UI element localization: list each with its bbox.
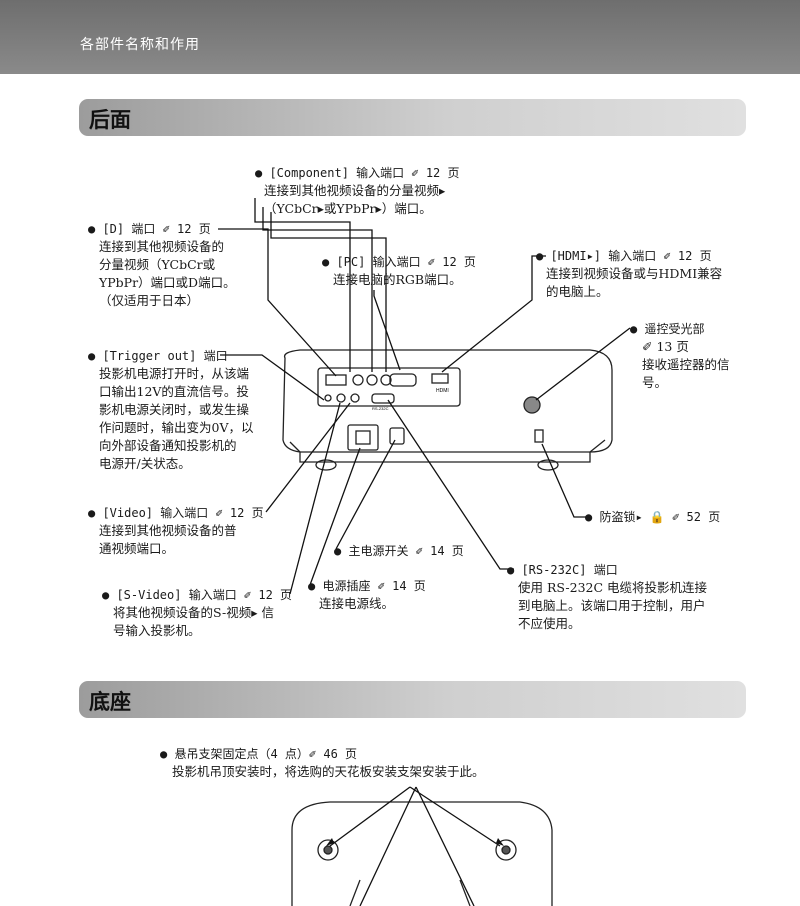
foot-right (537, 459, 559, 471)
leader-lines (218, 198, 631, 906)
foot-left (315, 459, 337, 471)
top-header-bar: 各部件名称和作用 (0, 0, 800, 74)
callout-d-port-title: ● [D] 端口 ✐ 12 页 (88, 222, 211, 236)
d-port (325, 374, 347, 386)
callout-trigger-out: ● [Trigger out] 端口 投影机电源打开时，从该端 口输出12V的直… (88, 349, 254, 471)
callout-hdmi: ● [HDMI▸] 输入端口 ✐ 12 页 连接到视频设备或与HDMI兼容 的电… (536, 249, 723, 299)
callout-hdmi-title: ● [HDMI▸] 输入端口 ✐ 12 页 (536, 249, 712, 263)
projector-rear-body (282, 349, 613, 453)
mount-point-1 (317, 839, 339, 861)
callout-power-inlet-title: ● 电源插座 ✐ 14 页 (308, 579, 426, 593)
callout-s-video: ● [S-Video] 输入端口 ✐ 12 页 将其他视频设备的S-视频▸ 信 … (102, 588, 293, 638)
pc-port (389, 373, 417, 387)
video-port (350, 393, 360, 403)
rs232c-port (371, 393, 395, 404)
callout-video-title: ● [Video] 输入端口 ✐ 12 页 (88, 506, 264, 520)
callout-s-video-title: ● [S-Video] 输入端口 ✐ 12 页 (102, 588, 293, 602)
callout-trigger-title: ● [Trigger out] 端口 (88, 349, 228, 363)
anti-theft-slot (534, 429, 544, 443)
callout-mount-title: ● 悬吊支架固定点（4 点）✐ 46 页 (160, 747, 358, 761)
callout-remote-title: ● 遥控受光部 (630, 322, 705, 336)
svideo-port (336, 393, 346, 403)
callout-component-line2: （YCbCr▸或YPbPr▸）端口。 (264, 201, 432, 216)
callout-video: ● [Video] 输入端口 ✐ 12 页 连接到其他视频设备的普 通视频端口。 (88, 506, 264, 556)
section-header-base: 底座 (79, 681, 746, 718)
mount-point-2 (495, 839, 517, 861)
hdmi-small-label: HDMI (436, 388, 449, 394)
callout-main-power-title: ● 主电源开关 ✐ 14 页 (334, 544, 464, 558)
main-power-switch (389, 427, 405, 445)
component-cr-port (380, 374, 392, 386)
port-panel (317, 367, 461, 407)
projector-base-body (291, 801, 553, 906)
callout-rs232c: ● [RS-232C] 端口 使用 RS-232C 电缆将投影机连接 到电脑上。… (507, 563, 708, 631)
callout-remote-receiver: ● 遥控受光部 ✐ 13 页 接收遥控器的信 号。 (630, 322, 730, 390)
callout-power-inlet: ● 电源插座 ✐ 14 页 连接电源线。 (308, 579, 426, 611)
callout-component: ● [Component] 输入端口 ✐ 12 页 连接到其他视频设备的分量视频… (255, 164, 460, 218)
callout-pc: ● [PC] 输入端口 ✐ 12 页 连接电脑的RGB端口。 (322, 255, 476, 287)
callout-rs232c-title: ● [RS-232C] 端口 (507, 563, 618, 577)
callout-main-power: ● 主电源开关 ✐ 14 页 (334, 542, 464, 560)
section-header-rear: 后面 (79, 99, 746, 136)
hdmi-port (431, 373, 449, 384)
callout-anti-theft-title: ● 防盗锁▸ 🔒 ✐ 52 页 (585, 510, 721, 524)
power-inlet (347, 424, 379, 451)
callout-component-title: ● [Component] 输入端口 ✐ 12 页 (255, 166, 460, 180)
section-title-rear: 后面 (89, 108, 131, 132)
component-y-port (352, 374, 364, 386)
remote-receiver (523, 396, 541, 414)
callout-pc-title: ● [PC] 输入端口 ✐ 12 页 (322, 255, 476, 269)
section-title-base: 底座 (89, 690, 131, 714)
trigger-port (324, 394, 332, 402)
callout-d-port: ● [D] 端口 ✐ 12 页 连接到其他视频设备的 分量视频（YCbCr或 Y… (88, 222, 236, 308)
callout-mount-points: ● 悬吊支架固定点（4 点）✐ 46 页 投影机吊顶安装时，将选购的天花板安装支… (160, 747, 485, 779)
rs232c-small-label: RS-232C (372, 406, 389, 411)
callout-anti-theft: ● 防盗锁▸ 🔒 ✐ 52 页 (585, 508, 720, 526)
breadcrumb: 各部件名称和作用 (80, 37, 200, 53)
callout-component-line1: 连接到其他视频设备的分量视频▸ (264, 183, 446, 198)
component-cb-port (366, 374, 378, 386)
